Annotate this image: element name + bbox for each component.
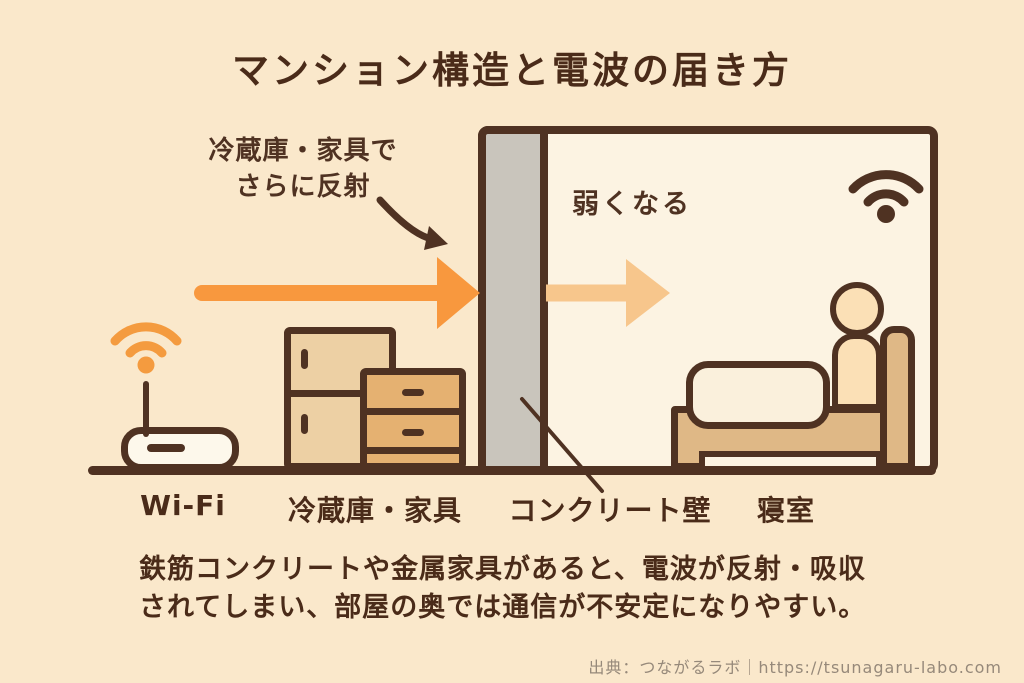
reflection-curved-arrow-icon: [376, 196, 448, 250]
reflection-annotation: 冷蔵庫・家具で さらに反射: [157, 133, 449, 205]
refrigerator-door-divider: [291, 390, 389, 397]
wifi-signal-icon: [110, 322, 182, 374]
wifi-router-led: [147, 444, 185, 452]
description-line2: されてしまい、部屋の奥では通信が不安定になりやすい。: [139, 592, 867, 623]
bed-headboard: [880, 326, 915, 470]
weaken-label: 弱くなる: [572, 189, 692, 220]
person-body: [832, 333, 882, 410]
strong-wave-arrow-icon: [194, 257, 480, 329]
refrigerator-handle-top: [301, 349, 308, 369]
reflection-annotation-line1: 冷蔵庫・家具で: [208, 136, 398, 166]
page-title: マンション構造と電波の届き方: [232, 49, 792, 92]
ground-line: [88, 466, 936, 475]
bed-blanket: [686, 361, 830, 429]
drawer-chest: [360, 368, 466, 470]
label-wifi-router: Wi-Fi: [140, 489, 226, 522]
refrigerator-handle-bottom: [301, 414, 308, 434]
label-concrete-wall: コンクリート壁: [508, 494, 712, 527]
bed-underside-gap: [699, 451, 882, 470]
drawer-divider-1: [367, 408, 459, 415]
drawer-handle-1: [402, 389, 424, 396]
drawer-divider-2: [367, 447, 459, 454]
source-credit: 出典：つながるラボ｜https://tsunagaru-labo.com: [588, 658, 1002, 677]
reflection-annotation-line2: さらに反射: [235, 172, 371, 202]
label-fridge-furniture: 冷蔵庫・家具: [287, 494, 462, 527]
label-bedroom: 寝室: [756, 494, 815, 527]
description-line1: 鉄筋コンクリートや金属家具があると、電波が反射・吸収: [139, 554, 866, 585]
description-text: 鉄筋コンクリートや金属家具があると、電波が反射・吸収 されてしまい、部屋の奥では…: [139, 551, 959, 627]
concrete-wall: [478, 126, 548, 474]
person-head: [830, 282, 884, 336]
drawer-handle-2: [402, 429, 424, 436]
